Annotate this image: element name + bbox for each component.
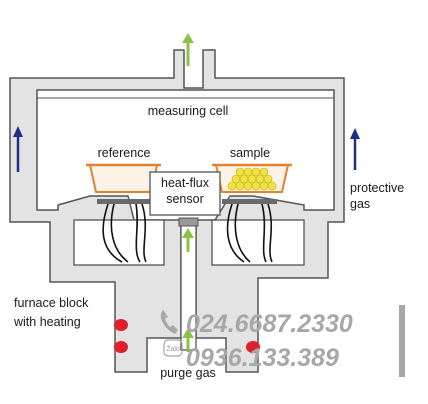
label-heat-flux: heat-flux [161, 176, 210, 190]
label-with-heating: with heating [13, 315, 81, 329]
right-thermocouple-chamber [211, 219, 305, 266]
heater-element-3 [246, 341, 260, 353]
phone-icon [160, 310, 178, 334]
label-protective: protective [350, 181, 404, 195]
channel-filter [178, 217, 199, 227]
heat-flux-sensor-box [149, 171, 221, 216]
watermark: 024.6687.2330 0936.133.389 Zalo [160, 305, 405, 377]
zalo-label: Zalo [166, 346, 180, 353]
label-sensor: sensor [166, 192, 204, 206]
sensor-plate-left [97, 199, 150, 204]
heater-element-1 [114, 319, 128, 331]
watermark-bar [399, 305, 405, 377]
sample-grains [227, 167, 277, 191]
purge-gas-arrows [182, 33, 194, 352]
label-purge-gas: purge gas [160, 366, 216, 380]
watermark-phone-2: 0936.133.389 [186, 344, 339, 372]
sensor-plate-right [222, 199, 277, 204]
label-furnace-block: furnace block [14, 296, 89, 310]
thermocouple-wires [102, 203, 273, 263]
watermark-phone-1: 024.6687.2330 [186, 310, 353, 338]
heater-element-2 [114, 341, 128, 353]
reference-crucible [88, 164, 159, 193]
protective-gas-arrows [13, 126, 360, 172]
label-measuring-cell: measuring cell [148, 104, 229, 118]
label-gas: gas [350, 197, 370, 211]
label-reference: reference [98, 146, 151, 160]
left-thermocouple-chamber [73, 219, 165, 266]
label-sample: sample [230, 146, 270, 160]
zalo-icon [163, 339, 183, 357]
